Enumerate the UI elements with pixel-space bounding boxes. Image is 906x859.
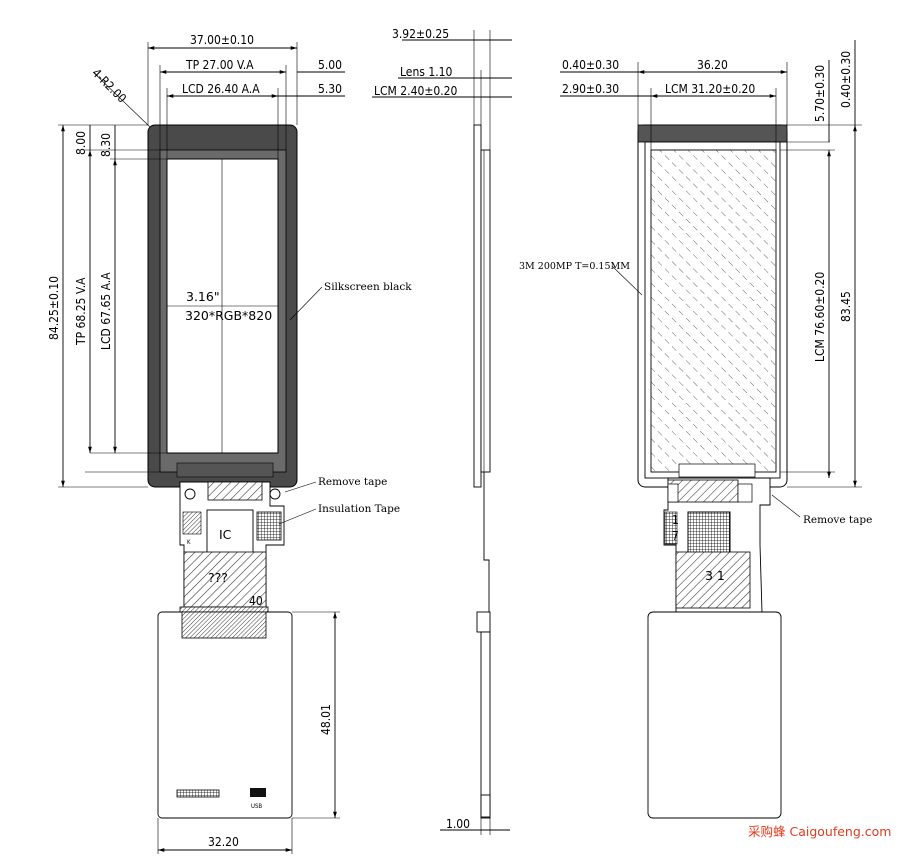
front-resolution-label: 320*RGB*820	[185, 308, 272, 323]
front-small-part	[182, 511, 202, 535]
back-fpc-pad-right	[737, 483, 753, 503]
front-ic-label: IC	[219, 527, 232, 542]
front-corner-radius: 4-R2.00	[89, 66, 129, 106]
back-fpc-hatch-area	[675, 551, 751, 609]
front-offset-lcd: 5.30	[318, 82, 342, 96]
side-board-dim: 1.00	[446, 817, 470, 831]
front-silkscreen-label: Silkscreen black	[324, 281, 412, 293]
side-connector	[476, 611, 491, 633]
front-fpc-connector	[207, 481, 263, 501]
back-pin-1: 1	[672, 513, 679, 527]
back-width-dim: 36.20	[697, 58, 728, 72]
back-tape-label: 3M 200MP T=0.15MM	[519, 261, 630, 272]
side-board	[480, 631, 491, 819]
front-size-label: 3.16"	[186, 289, 220, 304]
back-height-dim: 83.45	[839, 291, 853, 322]
watermark: 采购蜂 Caigoufeng.com	[748, 824, 891, 839]
back-view: 1 7 3 1 36.20 LCM 31.20±0.20 0.40±0.30 2…	[519, 40, 872, 819]
front-lcd-aa-height: LCD 67.65 A.A	[99, 272, 113, 350]
back-top-offset-2: 0.40±0.30	[839, 51, 853, 108]
back-fpc-pad-left	[667, 483, 679, 503]
back-chip-mark: 3 1	[705, 568, 725, 583]
front-pcb-width: 32.20	[208, 835, 239, 849]
back-bottom-bar	[678, 463, 756, 478]
back-lcm-width: LCM 31.20±0.20	[665, 82, 755, 96]
front-fpc-hole-left	[184, 488, 196, 500]
back-grid-chip	[687, 511, 731, 557]
front-pcb-height: 48.01	[319, 704, 333, 735]
front-offset-top-tp: 8.00	[74, 131, 88, 155]
front-usb-label: USB	[251, 803, 262, 810]
back-left-offset-2: 2.90±0.30	[562, 82, 619, 96]
front-usb-chip	[250, 788, 266, 797]
back-left-offset-1: 0.40±0.30	[562, 58, 619, 72]
back-top-offset-1: 5.70±0.30	[813, 65, 827, 122]
front-pin-label: 40	[249, 594, 263, 608]
front-pcb-pin-row	[176, 789, 220, 798]
front-lcd-aa-dim: LCD 26.40 A.A	[182, 82, 260, 96]
side-lens-dim: Lens 1.10	[400, 65, 453, 79]
front-ic-box	[206, 509, 254, 558]
side-overall-dim: 3.92±0.25	[392, 27, 449, 41]
front-insulation-tape	[256, 511, 282, 541]
back-pin-strip	[664, 511, 678, 545]
front-fpc-mark: ???	[208, 570, 228, 585]
back-lcm-hatch	[650, 149, 777, 473]
side-lcm-dim: LCM 2.40±0.20	[374, 84, 458, 98]
back-pcb-board	[647, 611, 782, 819]
front-remove-tape-label: Remove tape	[318, 476, 387, 488]
side-lens	[473, 124, 482, 488]
front-height-dim: 84.25±0.10	[47, 276, 61, 340]
front-fpc-hole-right	[269, 488, 281, 500]
back-lcm-height: LCM 76.60±0.20	[813, 272, 827, 362]
front-tp-va-height: TP 68.25 V.A	[74, 277, 88, 346]
back-pin-7: 7	[672, 529, 679, 543]
front-offset-top-lcd: 8.30	[99, 133, 113, 157]
front-width-dim: 37.00±0.10	[190, 33, 254, 47]
front-pcb-connector	[181, 611, 267, 639]
back-fpc-connector	[667, 479, 739, 503]
back-top-band	[637, 124, 788, 143]
front-offset-tp: 5.00	[318, 58, 342, 72]
front-view: 3.16" 320*RGB*820 3 1 K IC ??? 40 USB 37…	[47, 33, 412, 854]
front-tp-va-dim: TP 27.00 V.A	[185, 58, 254, 72]
front-insulation-tape-label: Insulation Tape	[318, 503, 400, 515]
side-fpc	[483, 472, 490, 612]
front-pcb-board	[157, 611, 293, 819]
side-bottom-part	[480, 794, 491, 818]
side-view: 3.92±0.25 Lens 1.10 LCM 2.40±0.20 1.00	[372, 27, 512, 835]
back-remove-tape-label: Remove tape	[803, 514, 872, 526]
side-lcm	[480, 149, 491, 473]
front-small-mark: K	[187, 539, 191, 546]
front-fpc-hatch-area	[183, 551, 267, 608]
front-bottom-ledge	[176, 462, 274, 478]
